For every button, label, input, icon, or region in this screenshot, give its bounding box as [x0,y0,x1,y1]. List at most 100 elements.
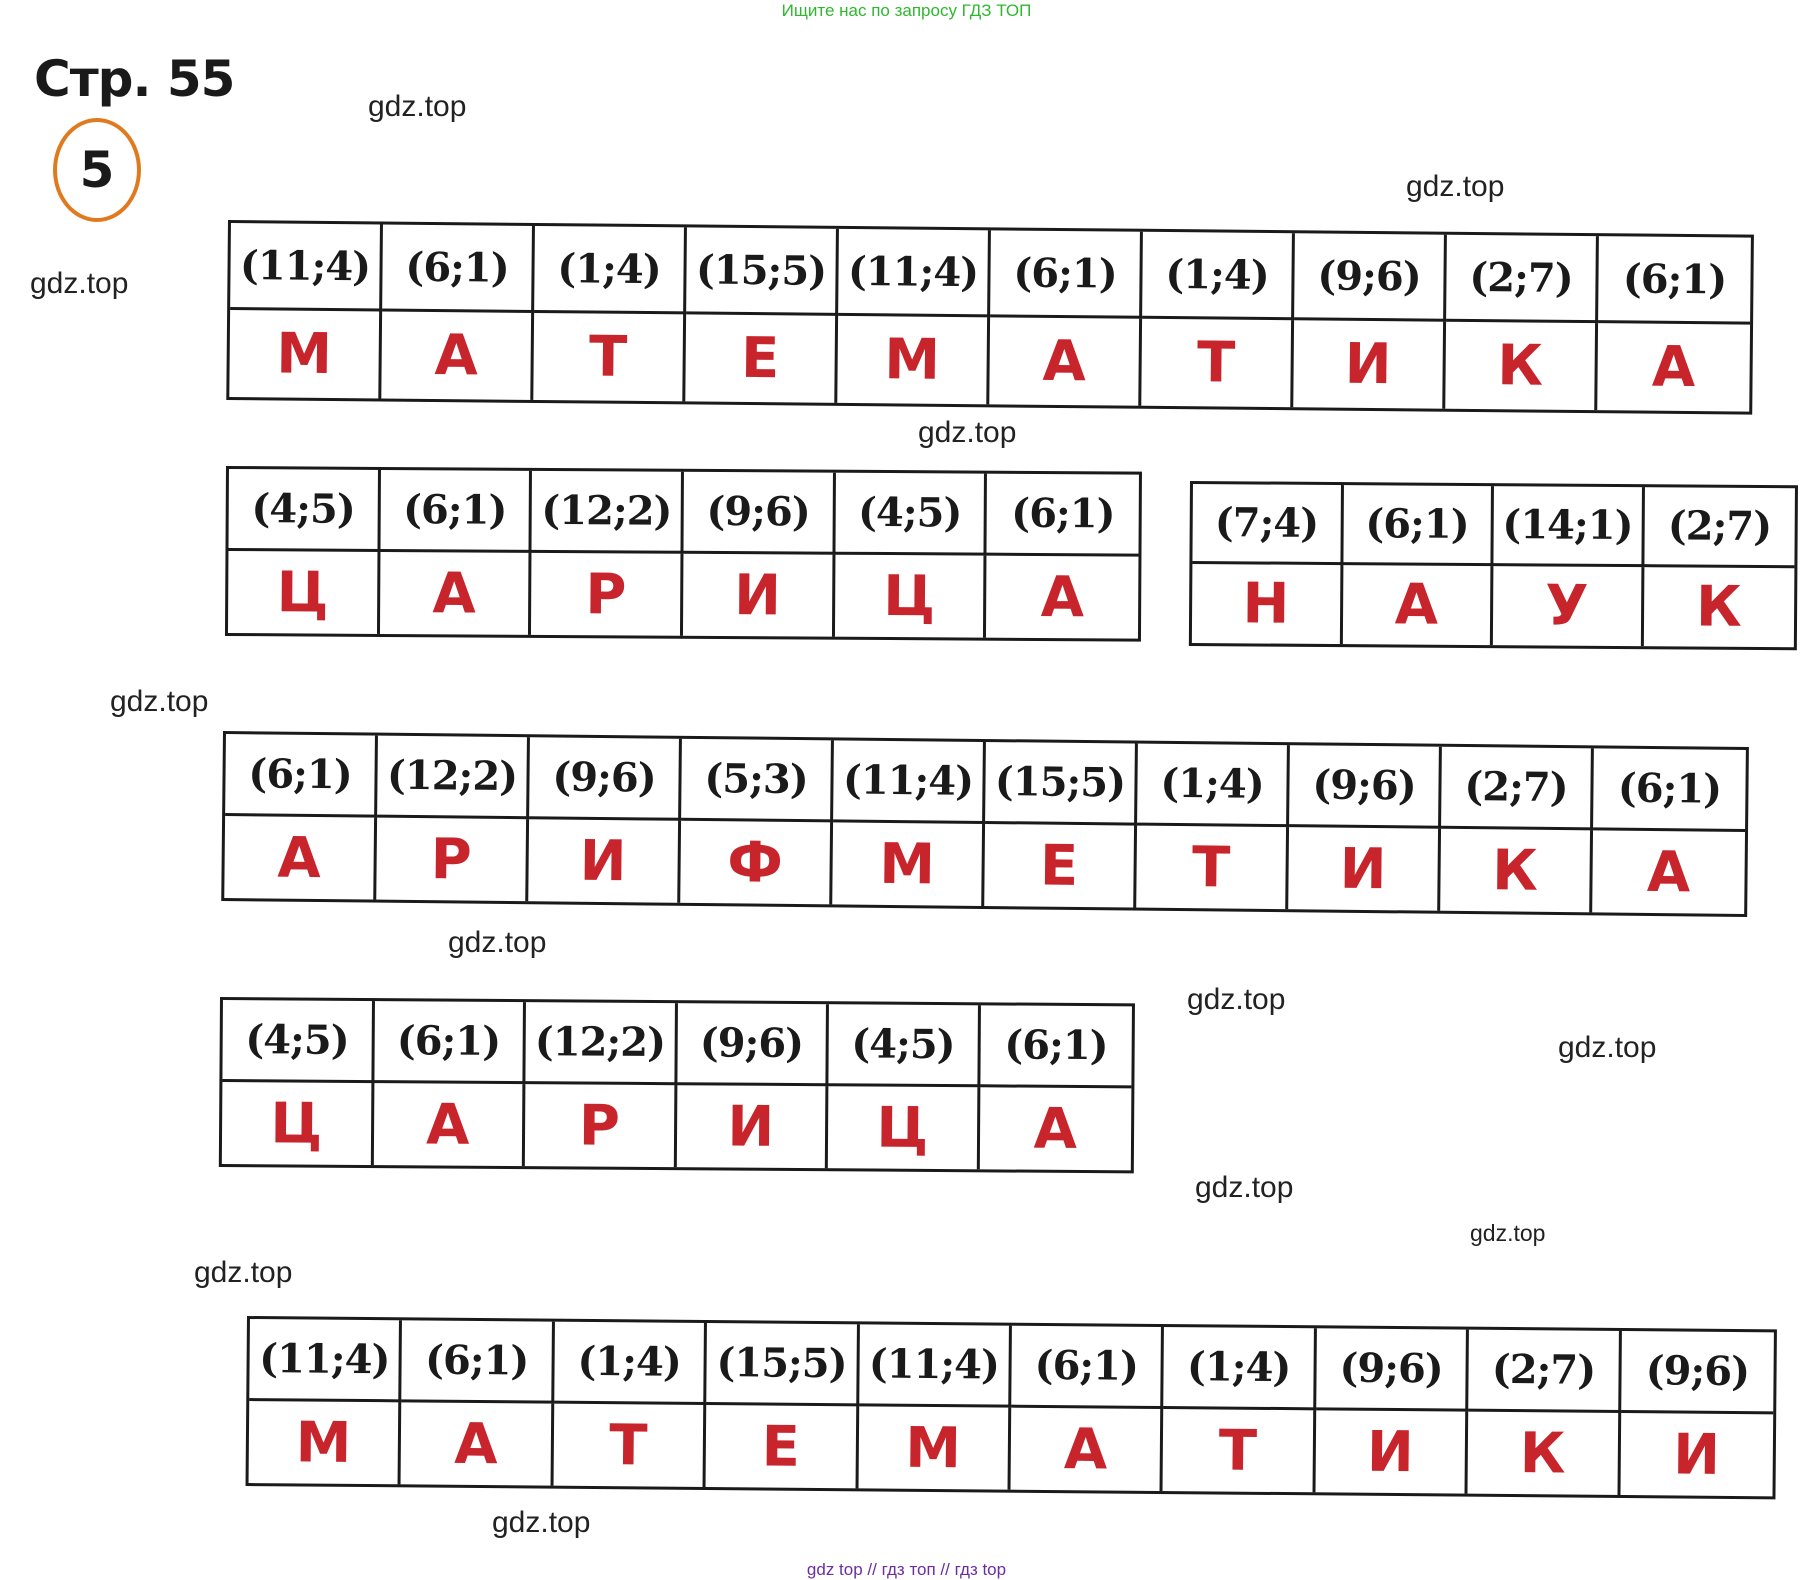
letter-cell: Е [984,823,1138,908]
answer-letter: Т [1196,330,1236,396]
coord-cell: (1;4) [554,1321,708,1406]
letter-cell: А [379,551,532,635]
coord-label: (6;1) [1617,764,1722,813]
answer-letter: А [425,1091,470,1158]
answer-letter: А [1394,572,1439,638]
coord-label: (1;4) [557,244,661,293]
coord-cell: (2;7) [1643,487,1795,568]
coord-label: (6;1) [1034,1341,1139,1390]
letter-cell: И [676,1085,829,1169]
coord-label: (4;5) [857,488,962,537]
coord-cell: (6;1) [1011,1325,1165,1410]
coord-label: (2;7) [1491,1345,1596,1394]
coord-cell: (4;5) [828,1004,981,1088]
coord-cell: (6;1) [382,224,535,313]
coord-cell: (6;1) [990,230,1143,319]
coord-cell: (9;6) [1289,745,1442,829]
watermark: gdz.top [1406,170,1505,203]
coord-cell: (12;2) [525,1002,678,1086]
answer-letter: К [1491,837,1539,904]
watermark: gdz.top [368,90,467,123]
watermark: gdz.top [918,416,1017,449]
letter-cell: Ф [680,820,834,905]
answer-letter: М [884,327,941,393]
letter-cell: И [1620,1413,1773,1496]
coord-cell: (6;1) [380,469,533,553]
answer-letter: Н [1242,571,1290,637]
answer-letter: И [1672,1421,1721,1488]
coord-label: (4;5) [251,485,355,533]
letter-cell: А [986,556,1138,639]
watermark: gdz.top [1558,1031,1657,1064]
answer-letter: А [432,560,477,627]
coord-cell: (4;5) [222,1000,375,1084]
coord-cell: (5;3) [681,738,834,823]
code-table-matematiki: (11;4)(6;1)(1;4)(15;5)(11;4)(6;1)(1;4)(9… [245,1316,1777,1500]
coord-cell: (15;5) [686,227,839,316]
answer-letter: Р [578,1093,621,1159]
coord-cell: (11;4) [249,1319,403,1403]
letter-cell: Р [524,1084,677,1168]
answer-letter: Е [740,325,780,392]
coord-cell: (1;4) [1142,231,1295,321]
answer-letter: Т [1191,834,1231,901]
coord-cell: (14;1) [1493,486,1645,567]
coord-cell: (1;4) [534,225,687,315]
letter-cell: Т [553,1403,707,1488]
coord-label: (4;5) [245,1016,349,1064]
coord-cell: (6;1) [1598,236,1751,325]
letter-cell: Т [1136,825,1290,910]
coord-cell: (6;1) [1593,748,1746,832]
answer-letter: Т [608,1412,648,1478]
letter-cell: М [858,1406,1012,1490]
coord-label: (1;4) [1186,1343,1291,1392]
coord-label: (6;1) [1365,499,1469,548]
answer-letter: Е [761,1413,801,1480]
coord-cell: (6;1) [986,473,1139,557]
letter-cell: М [229,310,383,399]
letter-cell: И [1288,827,1442,911]
answer-letter: Е [1039,833,1079,899]
answer-letter: М [295,1409,352,1476]
coord-cell: (12;2) [377,735,530,820]
answer-letter: Р [585,561,627,627]
task-number: 5 [79,141,115,199]
coord-cell: (9;6) [676,1003,829,1087]
coord-cell: (9;6) [683,471,836,555]
answer-letter: А [1646,839,1691,905]
coord-label: (11;4) [847,247,979,296]
coord-cell: (12;2) [531,470,684,554]
coord-label: (1;4) [1165,250,1269,299]
coord-cell: (2;7) [1468,1329,1622,1413]
coord-label: (1;4) [1160,759,1264,808]
letter-cell: А [989,317,1143,406]
answer-letter: А [1040,564,1085,630]
coord-cell: (11;4) [838,228,991,318]
answer-letter: И [1344,331,1392,398]
answer-letter: М [276,321,333,388]
code-table-matematika: (11;4)(6;1)(1;4)(15;5)(11;4)(6;1)(1;4)(9… [226,220,1754,415]
coord-cell: (9;6) [1620,1330,1774,1415]
answer-letter: А [434,322,479,389]
letter-cell: М [248,1401,402,1485]
letter-cell: Ц [827,1086,980,1170]
watermark: gdz.top [30,267,129,300]
answer-letter: К [1695,574,1743,640]
coord-label: (2;7) [1469,253,1573,302]
answer-letter: Р [430,826,473,893]
letter-cell: А [1342,564,1494,646]
coord-cell: (15;5) [985,741,1138,826]
answer-letter: К [1519,1420,1566,1487]
letter-cell: К [1440,828,1594,913]
code-table-arifmetika: (6;1)(12;2)(9;6)(5;3)(11;4)(15;5)(1;4)(9… [221,731,1749,917]
letter-cell: К [1643,567,1794,648]
answer-letter: М [878,831,936,897]
coord-cell: (11;4) [858,1324,1012,1408]
coord-cell: (9;6) [529,737,682,821]
coord-label: (15;5) [716,1339,847,1388]
letter-cell: Т [1141,318,1295,408]
coord-label: (6;1) [424,1336,529,1385]
coord-label: (9;6) [1312,761,1416,810]
coord-label: (9;6) [706,487,810,536]
